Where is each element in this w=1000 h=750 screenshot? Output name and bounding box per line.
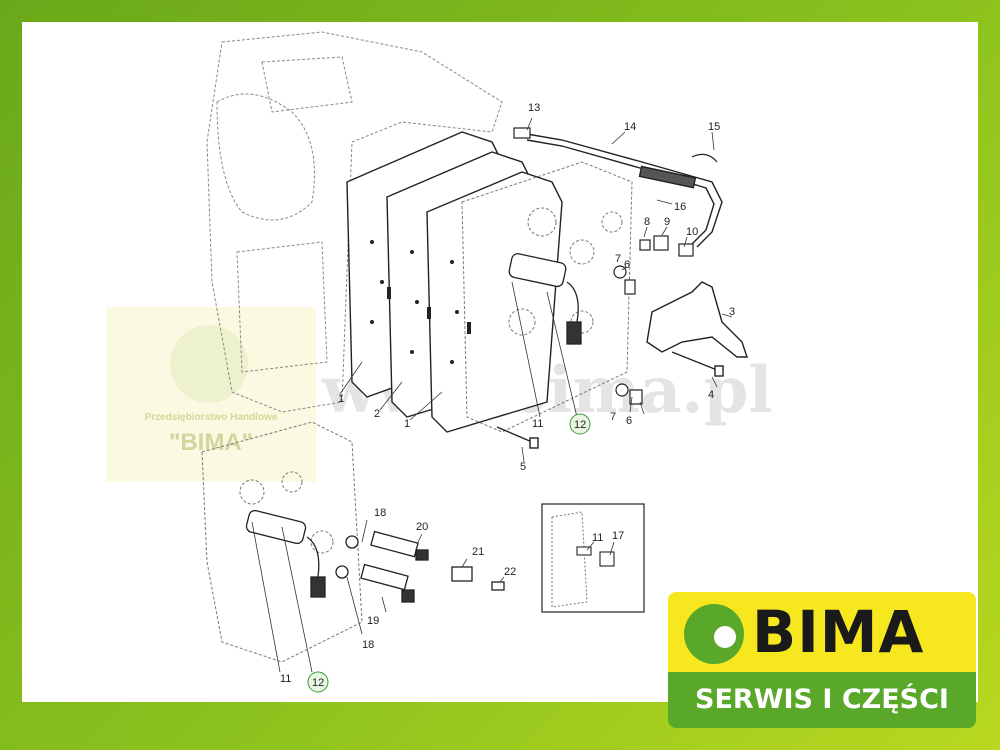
brand-name: BIMA: [752, 598, 925, 666]
leader-lines: [251, 117, 733, 673]
bolts: [496, 351, 724, 449]
solenoid-lower: [245, 509, 326, 598]
callout-12b: 12: [312, 677, 324, 689]
diagram-panel: Przedsiębiorstwo Handlowe "BIMA" www.bim…: [22, 22, 978, 702]
callout-5: 5: [520, 461, 526, 473]
transmission-housing: [206, 31, 503, 413]
callout-7b: 7: [610, 411, 616, 423]
separator-plates: [346, 131, 563, 433]
pipe-assembly: [526, 133, 723, 248]
callout-2: 2: [374, 408, 380, 420]
callout-19: 19: [367, 615, 379, 627]
callout-4: 4: [708, 389, 714, 401]
fittings: [513, 127, 718, 405]
callout-11b: 11: [280, 673, 291, 685]
bima-logo-bottom: SERWIS I CZĘŚCI: [668, 672, 976, 728]
callout-20: 20: [416, 521, 428, 533]
callout-12a: 12: [574, 419, 586, 431]
ghost-logo-name: "BIMA": [168, 429, 254, 456]
plate-1-front: [426, 171, 563, 433]
callout-18b: 18: [362, 639, 374, 651]
callouts: 1 2 1 11 12 5 13 14 15 16 8 9 10 7 6 3 4…: [280, 102, 735, 693]
callout-1a: 1: [338, 393, 344, 405]
inset-detail-content: [551, 511, 588, 608]
bima-logo: BIMA SERWIS I CZĘŚCI: [668, 592, 976, 732]
valve-body: [461, 161, 633, 433]
callout-16: 16: [674, 201, 686, 213]
ghost-logo: Przedsiębiorstwo Handlowe "BIMA": [106, 307, 316, 482]
callout-15: 15: [708, 121, 720, 133]
ghost-logo-subtitle: Przedsiębiorstwo Handlowe: [144, 412, 278, 423]
callout-6a: 6: [624, 259, 630, 271]
callout-1b: 1: [404, 418, 410, 430]
callout-11a: 11: [532, 418, 543, 430]
inset-detail-frame: [541, 503, 645, 613]
bima-logo-top: BIMA: [668, 592, 976, 672]
callout-14: 14: [624, 121, 636, 133]
inset-parts: [576, 546, 615, 567]
callout-7a: 7: [615, 253, 621, 265]
callout-9: 9: [664, 216, 670, 228]
bracket: [646, 281, 748, 358]
callout-3: 3: [729, 306, 735, 318]
plate-holes: [370, 240, 471, 364]
callout-17: 17: [612, 530, 624, 542]
callout-11c: 11: [592, 532, 603, 544]
callout-13: 13: [528, 102, 540, 114]
callout-12b-circle: [307, 671, 329, 693]
callout-22: 22: [504, 566, 516, 578]
callout-6b: 6: [626, 415, 632, 427]
solenoid-upper: [508, 253, 582, 345]
ghost-logo-circle: [170, 325, 248, 403]
callout-12a-circle: [569, 413, 591, 435]
logo-ball-icon: [684, 604, 744, 664]
sensors-lower: [335, 530, 505, 603]
callout-8: 8: [644, 216, 650, 228]
callout-21: 21: [472, 546, 484, 558]
callout-10: 10: [686, 226, 698, 238]
exploded-parts-diagram: www.bima.pl: [201, 31, 773, 693]
lower-valve-body: [201, 421, 363, 663]
callout-18a: 18: [374, 507, 386, 519]
brand-tagline: SERWIS I CZĘŚCI: [695, 684, 949, 715]
logo-ball-highlight: [714, 626, 736, 648]
